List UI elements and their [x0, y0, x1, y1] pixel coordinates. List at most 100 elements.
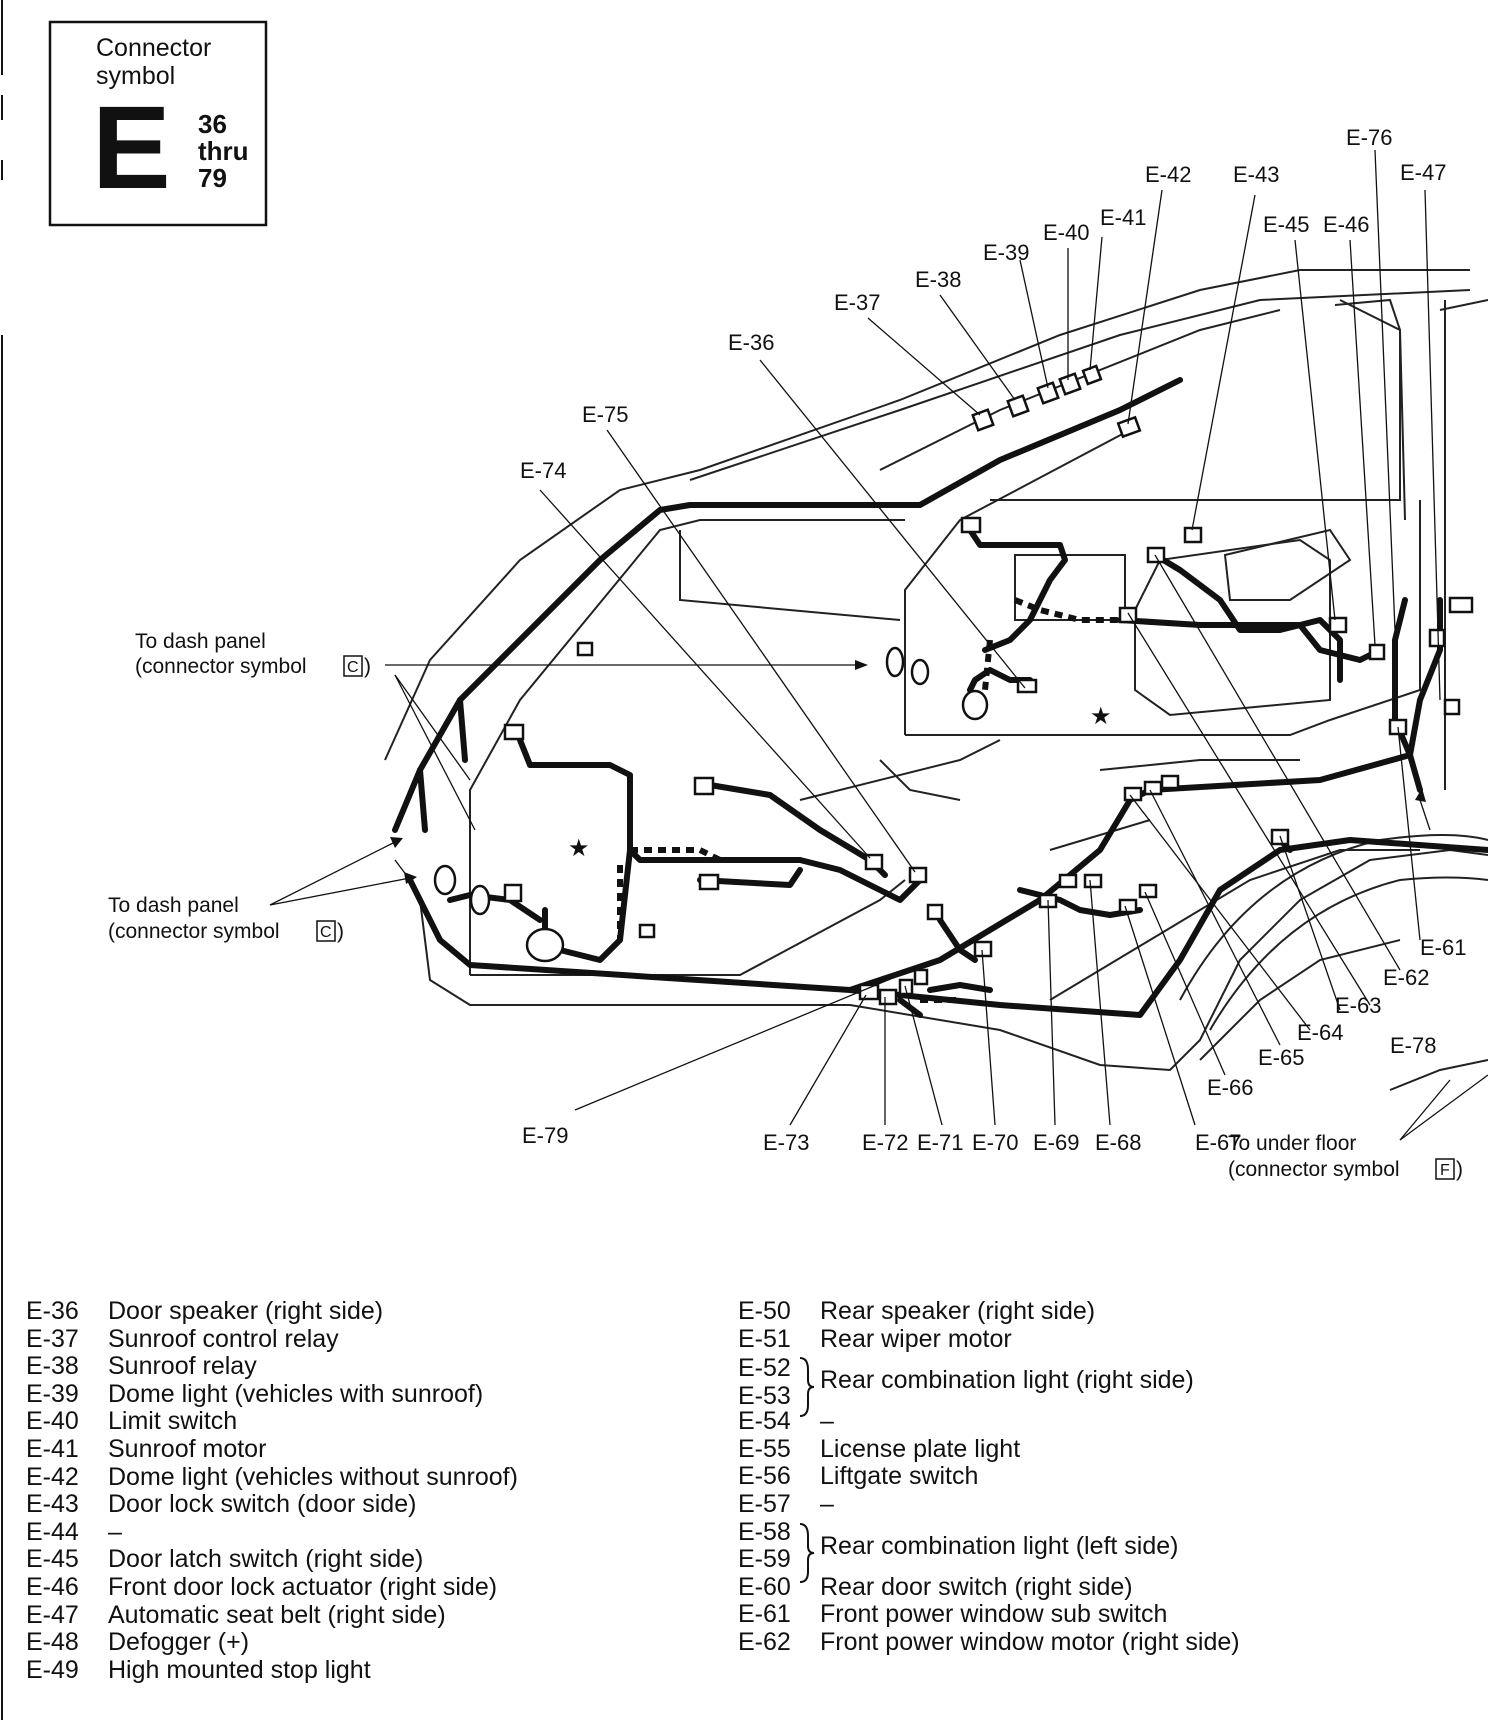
connector-e43 — [1183, 526, 1203, 544]
connector-e65 — [1143, 780, 1163, 796]
connector-e47a — [1428, 628, 1446, 648]
label-e69: E-69 — [1033, 1130, 1079, 1155]
legend-row: E-48 Defogger (+) — [26, 1629, 518, 1657]
legend-desc: Rear combination light (right side) — [820, 1366, 1194, 1395]
connector-e37 — [971, 408, 995, 432]
legend-row: E-57– — [738, 1489, 1240, 1519]
connector-e67 — [1118, 898, 1138, 914]
note-1-line1: To dash panel — [135, 630, 266, 653]
legend-row-grouped: E-52 E-53 Rear combination light (right … — [738, 1353, 1240, 1410]
legend-code: E-59 — [738, 1545, 791, 1574]
vehicle-body-outline — [384, 269, 1488, 1091]
label-e37: E-37 — [834, 290, 880, 315]
legend-code: E-43 — [26, 1490, 79, 1519]
legend-braces — [799, 1357, 815, 1583]
leader-lines — [269, 149, 1488, 1141]
label-e75: E-75 — [582, 402, 628, 427]
legend-desc: Front power window motor (right side) — [820, 1627, 1240, 1656]
connector-e71b — [913, 968, 929, 986]
legend-code: E-56 — [738, 1462, 791, 1491]
connector-e76 — [1448, 596, 1474, 614]
legend-desc: Liftgate switch — [820, 1462, 979, 1491]
label-e67: E-67 — [1195, 1130, 1241, 1155]
star-1: ★ — [568, 835, 590, 862]
connector-symbol-box: Connector symbol E 36 thru 79 — [48, 20, 268, 227]
dash-panel-note-2: To dash panel (connector symbol C ) — [108, 894, 344, 943]
legend-code: E-49 — [26, 1655, 79, 1684]
legend-desc: Rear combination light (left side) — [820, 1531, 1179, 1560]
connector-door-3 — [698, 873, 720, 891]
label-e38: E-38 — [915, 267, 961, 292]
connector-door-1 — [503, 723, 525, 741]
legend-desc: License plate light — [820, 1434, 1021, 1463]
label-e66: E-66 — [1207, 1075, 1253, 1100]
label-e78: E-78 — [1390, 1033, 1436, 1058]
note-1-symbol: C — [347, 659, 359, 676]
legend-desc: Door speaker (right side) — [108, 1297, 384, 1325]
legend-desc: Dome light (vehicles without sunroof) — [108, 1462, 518, 1491]
legend-code: E-52 — [738, 1354, 791, 1383]
legend-desc: Dome light (vehicles with sunroof) — [108, 1379, 484, 1408]
legend-desc: Door latch switch (right side) — [108, 1545, 424, 1574]
svg-text:): ) — [364, 655, 371, 678]
connector-e73 — [858, 983, 880, 1001]
legend-code: E-50 — [738, 1297, 791, 1325]
connector-e64 — [1123, 786, 1143, 802]
label-e73: E-73 — [763, 1130, 809, 1155]
legend-code: E-40 — [26, 1407, 79, 1436]
legend-code: E-38 — [26, 1352, 79, 1381]
label-e74: E-74 — [520, 458, 566, 483]
connector-e47 — [1443, 698, 1461, 716]
legend-code: E-42 — [26, 1462, 79, 1491]
legend-desc: Sunroof control relay — [108, 1324, 339, 1353]
label-e64: E-64 — [1297, 1020, 1343, 1045]
connector-e72 — [878, 988, 898, 1006]
legend-desc: Front power window sub switch — [820, 1600, 1168, 1629]
legend-desc: Limit switch — [108, 1407, 238, 1436]
legend-code: E-39 — [26, 1379, 79, 1408]
label-e36: E-36 — [728, 330, 774, 355]
legend-code: E-45 — [26, 1545, 79, 1574]
legend-code: E-53 — [738, 1381, 791, 1410]
label-e42: E-42 — [1145, 162, 1191, 187]
legend-desc: – — [820, 1489, 834, 1518]
under-floor-line2: (connector symbol — [1228, 1158, 1400, 1181]
legend-desc: Automatic seat belt (right side) — [108, 1600, 446, 1629]
connector-letter: E — [92, 82, 171, 214]
under-floor-symbol: F — [1440, 1162, 1450, 1179]
connector-e68 — [1058, 873, 1078, 889]
legend-desc: Sunroof relay — [108, 1352, 257, 1381]
legend-row: E-40 Limit switch — [26, 1408, 518, 1436]
connector-e63a — [1118, 606, 1138, 624]
note-1-line2: (connector symbol — [135, 655, 307, 678]
label-e40: E-40 — [1043, 220, 1089, 245]
legend-code: E-48 — [26, 1628, 79, 1657]
under-floor-note: To under floor (connector symbol F ) — [1228, 1132, 1463, 1181]
legend-row: E-54– — [738, 1408, 1240, 1436]
legend-code: E-54 — [738, 1407, 791, 1436]
legend-code: E-61 — [738, 1600, 791, 1629]
svg-text:): ) — [337, 920, 344, 943]
label-e62: E-62 — [1383, 965, 1429, 990]
ground-stars: ★ ★ — [568, 703, 1112, 862]
legend-desc: Rear door switch (right side) — [820, 1572, 1133, 1601]
legend-desc: Defogger (+) — [108, 1628, 250, 1657]
legend-code: E-44 — [26, 1517, 79, 1546]
legend-row: E-44– — [26, 1517, 518, 1547]
connector-box-title-1: Connector — [96, 34, 211, 62]
legend-code: E-41 — [26, 1434, 79, 1463]
note-2-symbol: C — [320, 924, 332, 941]
label-e45: E-45 — [1263, 212, 1309, 237]
connector-e66b — [1138, 883, 1158, 899]
connector-speaker-grommet — [961, 689, 989, 721]
range-mid: thru — [198, 136, 249, 166]
connector-e42 — [1116, 415, 1142, 439]
legend-code: E-58 — [738, 1517, 791, 1546]
diagram-labels: E-36 E-37 E-38 E-39 E-40 E-41 E-42 E-43 … — [520, 125, 1466, 1155]
label-e41: E-41 — [1100, 205, 1146, 230]
